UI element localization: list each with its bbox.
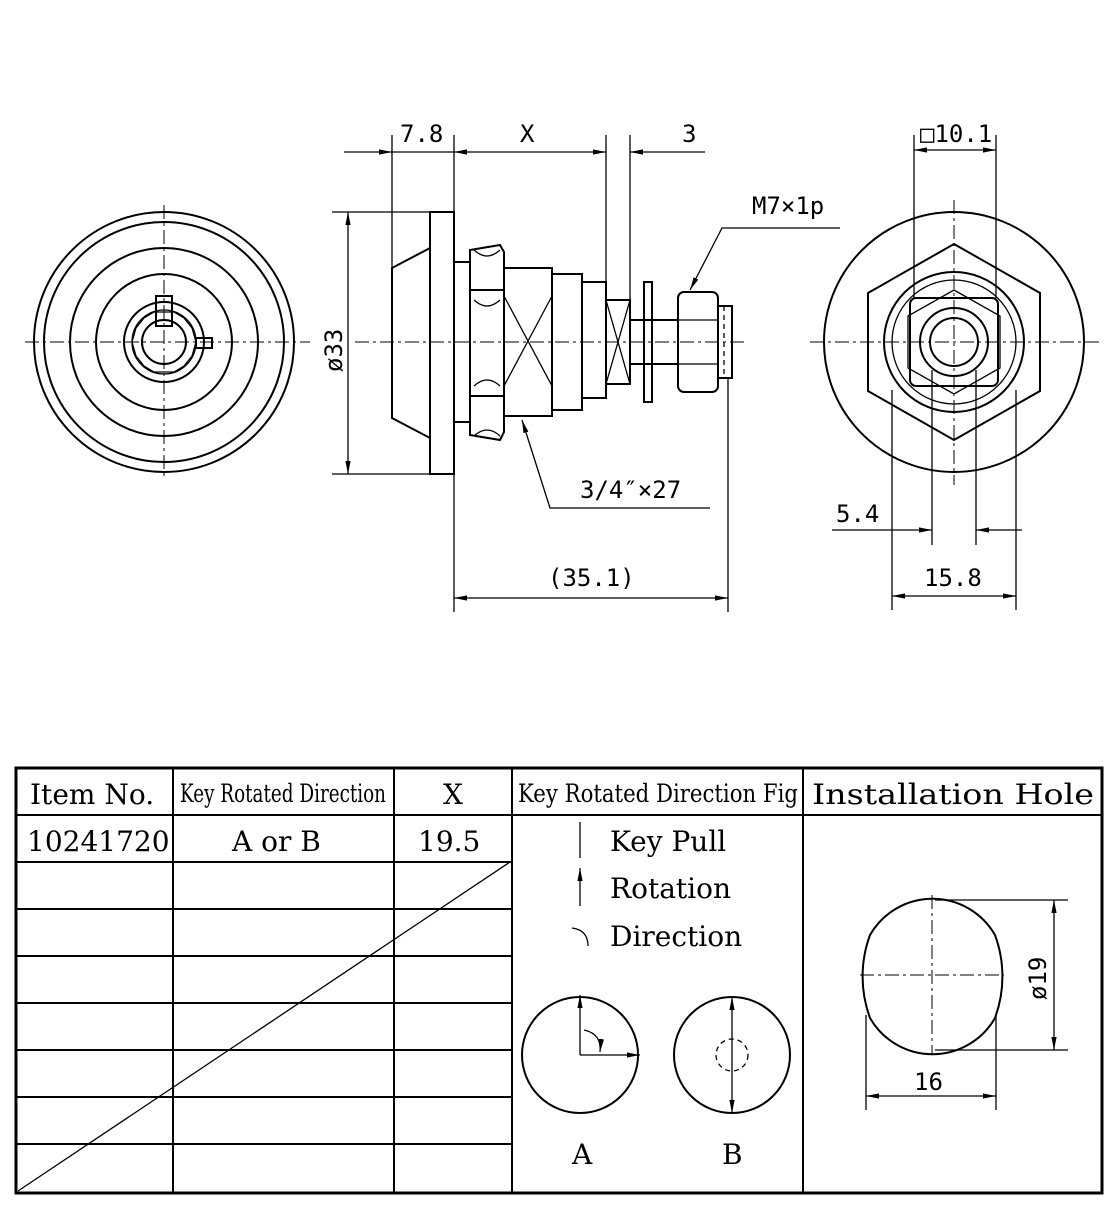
dim-total-length: (35.1) [548, 564, 635, 592]
dim-15-8: 15.8 [924, 564, 982, 592]
header-direction-fig: Key Rotated Direction Fig [518, 779, 798, 808]
spec-table: Item No. Key Rotated Direction X Key Rot… [14, 766, 1104, 1195]
fig-b-label: B [722, 1138, 743, 1171]
hole-width: 16 [914, 1068, 943, 1096]
rear-view: □10.1 5.4 15.8 [810, 120, 1100, 610]
installation-hole: ø19 16 [860, 895, 1068, 1110]
legend-key-pull: Key Pull [610, 825, 726, 858]
header-x: X [443, 778, 463, 811]
dim-x: X [520, 120, 535, 148]
side-view-dimensions: 7.8 X 3 M7×1p ø33 3/4″×27 (35.1) [320, 120, 840, 612]
direction-icon [571, 927, 589, 947]
dim-5-4: 5.4 [836, 500, 879, 528]
hole-diameter: ø19 [1024, 957, 1052, 1000]
legend-rotation: Rotation [610, 872, 731, 905]
dim-thread-end: M7×1p [752, 192, 824, 220]
fig-b: B [673, 996, 791, 1171]
cell-x: 19.5 [418, 825, 480, 858]
header-key-direction: Key Rotated Direction [180, 779, 386, 808]
dim-diameter: ø33 [320, 329, 348, 372]
dim-thread-body: 3/4″×27 [580, 476, 681, 504]
fig-a: A [521, 995, 640, 1171]
dim-3: 3 [682, 120, 696, 148]
front-view [25, 205, 310, 478]
direction-legend: Key Pull Rotation Direction [571, 822, 742, 953]
fig-a-label: A [571, 1138, 593, 1171]
header-item-no: Item No. [30, 778, 154, 811]
dim-square: □10.1 [920, 120, 992, 148]
cell-direction: A or B [231, 825, 321, 858]
side-view [355, 211, 745, 475]
header-installation-hole: Installation Hole [812, 778, 1094, 811]
legend-direction: Direction [610, 920, 742, 953]
cell-item-no: 10241720 [27, 825, 170, 858]
dim-7-8: 7.8 [400, 120, 443, 148]
